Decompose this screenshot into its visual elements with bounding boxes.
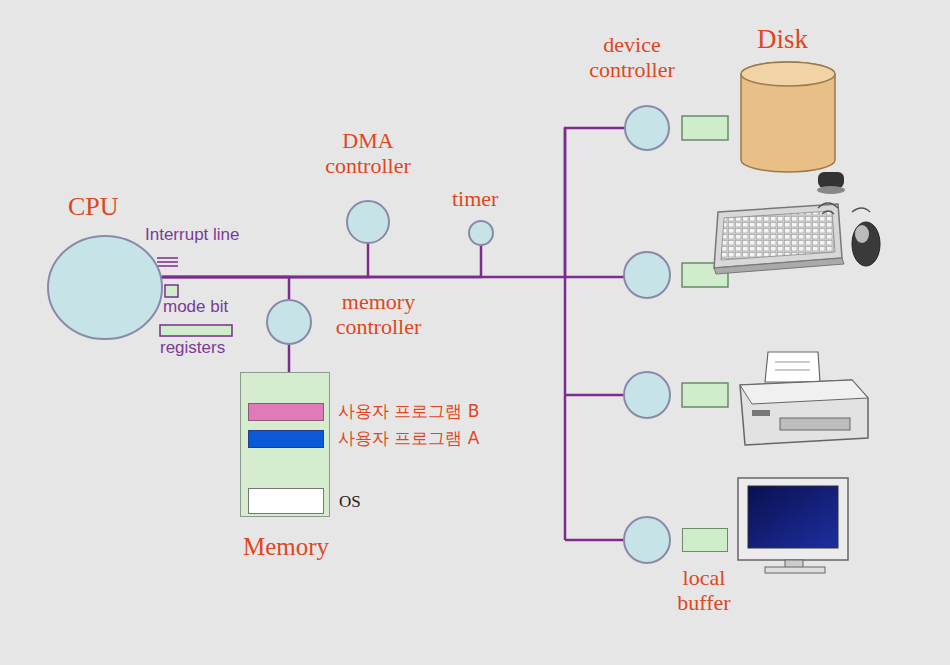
device-controller-circle-outline bbox=[624, 105, 670, 151]
cpu-circle: CPU bbox=[47, 235, 163, 340]
node-label: 사용자 프로그램 B bbox=[338, 402, 479, 422]
memory-box: Memory사용자 프로그램 B사용자 프로그램 AOS bbox=[240, 372, 330, 517]
memory-controller-circle-outline bbox=[266, 299, 312, 345]
printer bbox=[740, 352, 868, 445]
program-bar: 사용자 프로그램 B bbox=[248, 403, 324, 421]
dma-controller-circle-outline bbox=[346, 200, 390, 244]
bus-connector bbox=[162, 277, 289, 300]
node-label: Disk bbox=[757, 24, 808, 55]
device-controller bbox=[624, 252, 670, 563]
bus-connector bbox=[162, 128, 625, 277]
timer-circle-outline bbox=[468, 220, 494, 246]
timer-circle: timer bbox=[468, 220, 494, 246]
node-label: DMA controller bbox=[303, 128, 433, 179]
node-label: local buffer bbox=[654, 565, 754, 616]
node-label: CPU bbox=[68, 192, 119, 222]
bus-line bbox=[565, 128, 625, 540]
monitor bbox=[738, 478, 848, 573]
cpu-part-label: Interrupt line bbox=[145, 226, 240, 245]
os-area: OS bbox=[248, 488, 324, 514]
node-label: memory controller bbox=[316, 289, 441, 340]
node-label: 사용자 프로그램 A bbox=[338, 429, 479, 449]
local-buffer: local buffer bbox=[682, 528, 728, 552]
cpu-circle-outline bbox=[47, 235, 163, 340]
program-bar: 사용자 프로그램 A bbox=[248, 430, 324, 448]
disk-cylinder-outline bbox=[740, 62, 836, 172]
memory-controller-circle: memory controller bbox=[266, 299, 312, 345]
cpu-part-label: registers bbox=[160, 339, 225, 358]
bus-connector bbox=[162, 245, 481, 277]
bus-connector bbox=[162, 243, 368, 277]
bus-connector bbox=[288, 344, 291, 372]
disk-cylinder: Disk bbox=[740, 62, 836, 172]
dma-controller-circle: DMA controller bbox=[346, 200, 390, 244]
node-label: Memory bbox=[221, 533, 351, 562]
device-controller-circle: device controller bbox=[624, 105, 670, 151]
node-label: OS bbox=[339, 492, 361, 512]
node-label: device controller bbox=[567, 32, 697, 83]
keyboard-mouse bbox=[714, 172, 880, 274]
cpu-part-label: mode bit bbox=[163, 298, 228, 317]
node-label: timer bbox=[452, 186, 498, 211]
cpu-parts bbox=[157, 258, 232, 336]
